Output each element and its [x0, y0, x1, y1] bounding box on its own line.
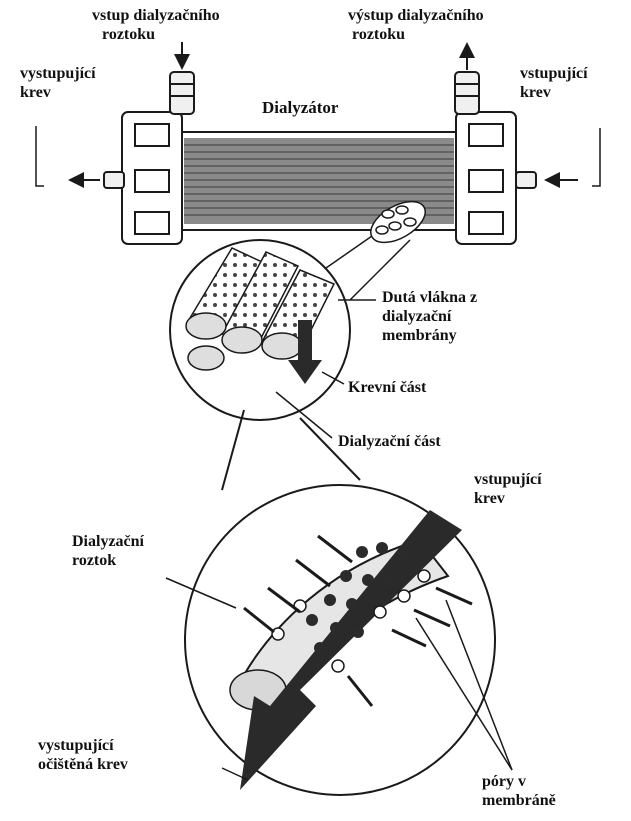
- label-dialyzer: Dialyzátor: [262, 98, 338, 117]
- label-outflow-clean-blood: vystupující očištěná krev: [38, 736, 128, 774]
- blood-inlet-port: [516, 172, 536, 188]
- blood-outlet-port: [104, 172, 124, 188]
- label-outflow-blood: vystupující krev: [20, 64, 96, 102]
- label-dialysis-solution: Dialyzační roztok: [72, 532, 144, 570]
- dialysate-outlet-port: [455, 72, 479, 114]
- label-inlet-dialysate: vstup dialyzačního roztoku: [92, 6, 220, 44]
- label-dialysate-part: Dialyzační část: [338, 432, 441, 451]
- membrane-zoom-circle: [185, 485, 495, 795]
- label-inflow-blood: vstupující krev: [520, 64, 588, 102]
- label-blood-part: Krevní část: [348, 378, 426, 397]
- label-inflow-blood-detail: vstupující krev: [474, 470, 542, 508]
- leader-outflow-blood: [36, 126, 44, 186]
- dialysate-inlet-port: [170, 72, 194, 114]
- leader-inflow-blood: [592, 128, 600, 186]
- fiber-zoom-circle: [170, 240, 350, 420]
- label-hollow-fibers: Dutá vlákna z dialyzační membrány: [382, 288, 477, 345]
- label-outlet-dialysate: výstup dialyzačního roztoku: [348, 6, 484, 44]
- label-membrane-pores: póry v membráně: [482, 772, 556, 810]
